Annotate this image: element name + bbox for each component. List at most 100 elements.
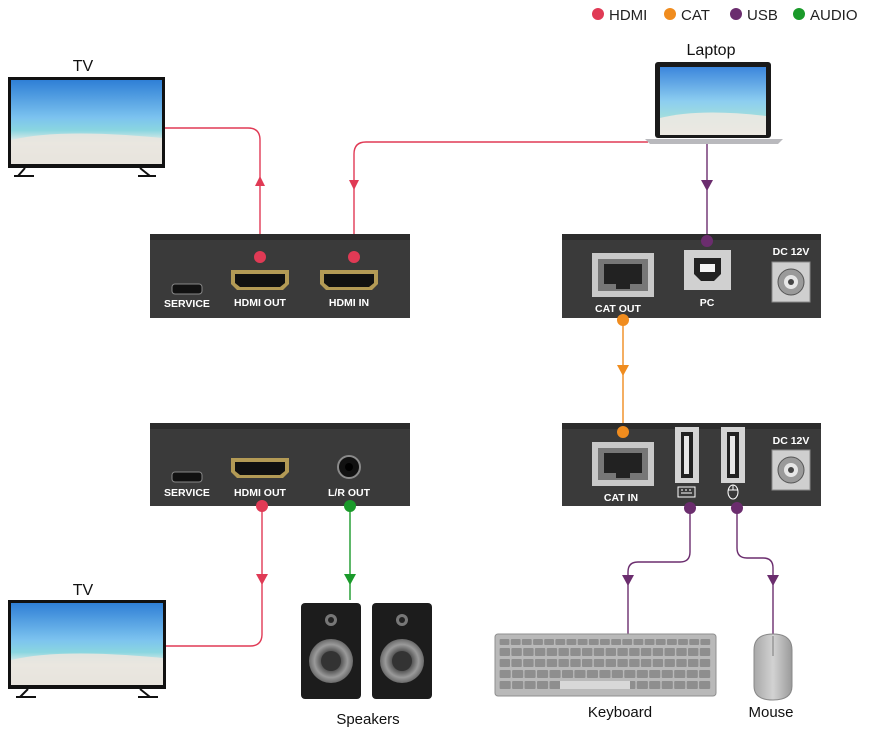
keyboard-key bbox=[537, 670, 549, 678]
keyboard-key bbox=[570, 659, 581, 667]
keyboard-key bbox=[555, 639, 566, 645]
keyboard-key bbox=[686, 681, 698, 689]
receiver-usb-box: CAT IN DC 12V bbox=[562, 423, 821, 506]
keyboard-key bbox=[512, 681, 524, 689]
transmitter-usb-box: CAT OUT PC DC 12V bbox=[562, 234, 821, 318]
keyboard-key bbox=[521, 639, 532, 645]
keyboard-key bbox=[699, 648, 711, 656]
keyboard-key bbox=[511, 659, 522, 667]
transmitter-hdmi-box: SERVICE HDMI OUT HDMI IN bbox=[150, 234, 410, 318]
cable-arrows bbox=[255, 176, 779, 586]
dc-12v-label-top: DC 12V bbox=[773, 246, 810, 258]
speakers-label: Speakers bbox=[336, 711, 399, 728]
keyboard-key bbox=[533, 639, 543, 645]
keyboard-key bbox=[667, 639, 677, 645]
port-dots bbox=[254, 235, 743, 514]
legend-item-hdmi: HDMI bbox=[592, 7, 647, 24]
keyboard-key bbox=[511, 648, 522, 656]
speaker-right bbox=[372, 603, 432, 699]
keyboard-key bbox=[617, 648, 628, 656]
keyboard-key bbox=[499, 648, 510, 656]
keyboard-key bbox=[629, 648, 640, 656]
usb-cable-mouse bbox=[736, 508, 774, 634]
hdmi-in-port bbox=[320, 270, 378, 290]
audio-jack-icon bbox=[337, 455, 361, 479]
hdmi-out-label-receiver: HDMI OUT bbox=[234, 487, 286, 499]
keyboard-key bbox=[664, 659, 675, 667]
keyboard-key bbox=[622, 639, 633, 645]
keyboard-key bbox=[661, 670, 673, 678]
keyboard-key bbox=[689, 639, 700, 645]
laptop: Laptop bbox=[645, 42, 783, 144]
rj45-port-icon bbox=[592, 253, 654, 297]
keyboard-key bbox=[699, 681, 711, 689]
legend: HDMI CAT USB AUDIO bbox=[592, 7, 858, 24]
hdmi-out-label: HDMI OUT bbox=[234, 297, 286, 309]
arrow-down-cat bbox=[617, 365, 629, 376]
keyboard-key bbox=[523, 648, 534, 656]
legend-label-cat: CAT bbox=[681, 7, 710, 24]
cables bbox=[165, 127, 774, 647]
legend-label-hdmi: HDMI bbox=[609, 7, 647, 24]
hdmi-in-label: HDMI IN bbox=[329, 297, 369, 309]
keyboard-key bbox=[549, 681, 561, 689]
hdmi-out-port bbox=[231, 270, 289, 290]
arrow-down-hdmi-in bbox=[349, 180, 359, 190]
keyboard-key bbox=[499, 681, 511, 689]
keyboard-key bbox=[617, 659, 628, 667]
keyboard-key bbox=[611, 670, 623, 678]
keyboard-key bbox=[558, 659, 569, 667]
service-port-receiver bbox=[171, 471, 203, 483]
keyboard-key bbox=[599, 670, 611, 678]
arrow-down-usb-mouse bbox=[767, 575, 779, 586]
keyboard-key bbox=[649, 681, 661, 689]
usb-b-port-icon bbox=[684, 250, 731, 290]
keyboard-key bbox=[661, 681, 673, 689]
keyboard-key bbox=[605, 648, 616, 656]
keyboard-key bbox=[582, 659, 593, 667]
keyboard-label: Keyboard bbox=[588, 704, 652, 721]
keyboard-key bbox=[674, 670, 686, 678]
arrow-down-hdmi-tv bbox=[256, 574, 268, 585]
arrow-down-audio bbox=[344, 574, 356, 585]
legend-label-usb: USB bbox=[747, 7, 778, 24]
tv-bottom-label: TV bbox=[73, 582, 94, 599]
keyboard-key bbox=[593, 648, 605, 656]
keyboard-key bbox=[611, 639, 621, 645]
tv-top: TV bbox=[8, 58, 165, 177]
keyboard-key bbox=[678, 639, 688, 645]
service-port bbox=[171, 283, 203, 295]
keyboard-key bbox=[624, 670, 636, 678]
keyboard-key bbox=[582, 648, 593, 656]
keyboard-key bbox=[676, 659, 687, 667]
keyboard-key bbox=[499, 659, 510, 667]
keyboard-key bbox=[570, 648, 581, 656]
keyboard-key bbox=[562, 670, 574, 678]
laptop-label: Laptop bbox=[687, 42, 736, 59]
usb-a-port-icon-mouse bbox=[721, 427, 745, 483]
legend-label-audio: AUDIO bbox=[810, 7, 858, 24]
keyboard: Keyboard bbox=[494, 633, 717, 721]
keyboard-key bbox=[523, 659, 534, 667]
keyboard-key bbox=[640, 648, 652, 656]
keyboard-key bbox=[636, 681, 648, 689]
keyboard-key bbox=[636, 670, 648, 678]
mouse-icon bbox=[727, 484, 739, 500]
keyboard-key bbox=[544, 639, 554, 645]
keyboard-key bbox=[549, 670, 561, 678]
lr-out-label: L/R OUT bbox=[328, 487, 371, 499]
hdmi-cable-tv-bottom bbox=[166, 506, 263, 647]
keyboard-key bbox=[534, 659, 546, 667]
keyboard-key bbox=[655, 639, 666, 645]
tv-top-label: TV bbox=[73, 58, 94, 75]
mouse: Mouse bbox=[748, 633, 794, 721]
keyboard-key bbox=[699, 670, 711, 678]
speakers: Speakers bbox=[301, 603, 432, 728]
dc-jack-icon bbox=[771, 261, 811, 303]
keyboard-key bbox=[644, 639, 655, 645]
keyboard-key bbox=[566, 639, 577, 645]
hdmi-cable-laptop bbox=[353, 141, 648, 256]
arrow-down-usb-pc bbox=[701, 180, 713, 191]
cat-in-label: CAT IN bbox=[604, 492, 638, 504]
